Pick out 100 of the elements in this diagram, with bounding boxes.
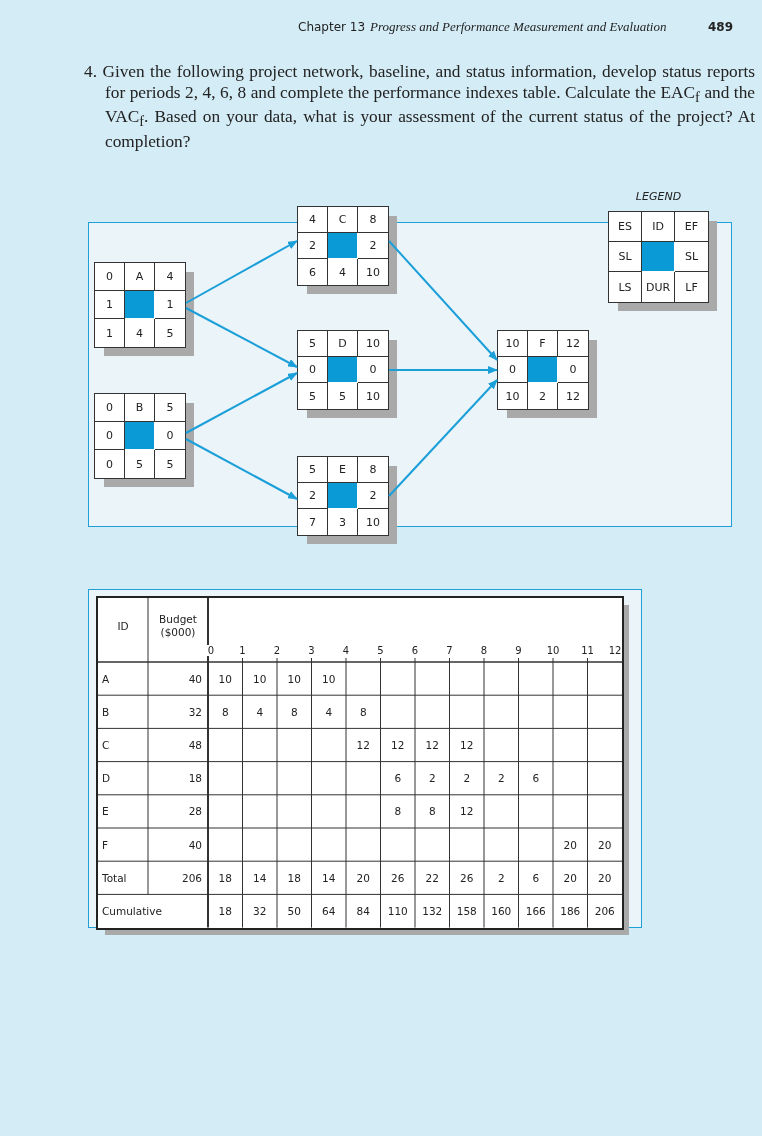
period-value: 12 [459,738,475,753]
cumulative-value: 158 [455,904,478,919]
arrow [388,379,498,497]
schedule-value: 0 [95,422,125,450]
budget-value: 32 [187,704,202,720]
period-value: 8 [393,804,403,820]
schedule-value: 2 [298,233,328,259]
arrow [185,307,298,368]
chapter-title: Progress and Performance Measurement and Evaluation [370,19,667,35]
activity-id: D [328,331,358,357]
column-header: ID [116,619,130,634]
period-value: 6 [531,771,541,787]
arrow [185,438,298,500]
schedule-value: 0 [95,394,125,422]
legend-field-label: LF [684,279,699,296]
schedule-value: 2 [358,233,388,259]
row-label: A [102,671,111,687]
period-number: 11 [580,645,595,656]
period-value: 26 [459,870,475,886]
cumulative-value: 110 [386,904,409,919]
period-value: 2 [427,771,437,787]
row-label: F [102,837,110,853]
period-value: 18 [217,870,233,886]
schedule-value: 0 [155,422,185,450]
period-value: 20 [562,870,578,886]
cumulative-value: 50 [286,904,302,919]
period-value: 22 [424,870,440,886]
schedule-value: 1 [155,291,185,319]
legend-field-label: EF [675,212,708,242]
cumulative-value: 166 [524,904,547,919]
period-value: 20 [562,837,578,853]
period-value: 8 [289,704,299,720]
budget-value: 48 [187,738,202,753]
period-value: 4 [255,704,265,720]
legend-field-label: DUR [642,272,675,302]
page-number: 489 [708,20,734,34]
activity-id: E [328,457,358,483]
legend-field-label: SL [609,242,642,272]
chapter-number: Chapter 13 [298,20,366,34]
row-label: C [102,738,111,753]
row-label: D [102,771,112,787]
activity-id: A [125,263,155,291]
activity-id: C [328,207,358,233]
period-value: 12 [424,738,440,753]
period-value: 8 [358,704,368,720]
period-value: 12 [459,804,475,820]
schedule-value: 0 [95,263,125,291]
schedule-value: 0 [358,357,388,383]
legend-field-label: LS [609,272,642,302]
period-value: 6 [531,870,541,886]
schedule-value: 5 [125,450,155,478]
budget-value: 18 [187,771,202,787]
schedule-value: 10 [498,383,528,409]
legend-field-label: ID [642,212,675,242]
schedule-value: 5 [165,325,175,342]
schedule-value: 10 [498,331,528,357]
arrow [185,372,298,434]
schedule-value: 0 [95,450,125,478]
row-label: Cumulative [102,904,163,919]
period-value: 4 [324,704,334,720]
row-label: B [102,704,111,720]
cumulative-value: 32 [252,904,268,919]
schedule-value: 4 [298,207,328,233]
schedule-value: 2 [528,383,558,409]
schedule-value: 3 [328,509,358,535]
legend-field-label: SL [675,242,708,272]
schedule-value: 0 [298,357,328,383]
cumulative-value: 84 [355,904,371,919]
budget-value: 28 [187,804,202,820]
budget-value: 40 [187,671,202,687]
period-value: 12 [355,738,371,753]
budget-value: 206 [180,870,202,886]
schedule-value: 4 [125,319,155,347]
activity-id: B [125,394,155,422]
row-label: E [102,804,110,820]
schedule-value: 10 [365,264,381,281]
arrow [388,240,498,361]
period-value: 14 [321,870,337,886]
schedule-value: 5 [298,383,328,409]
schedule-value: 8 [358,457,388,483]
schedule-value: 0 [498,357,528,383]
row-label: Total [102,870,128,886]
cumulative-value: 160 [490,904,513,919]
period-value: 10 [217,671,233,687]
schedule-value: 4 [155,263,185,291]
period-value: 10 [252,671,268,687]
schedule-value: 0 [558,357,588,383]
schedule-value: 2 [358,483,388,509]
period-value: 18 [286,870,302,886]
schedule-value: 1 [95,319,125,347]
column-header: Budget ($000) [158,612,198,640]
period-value: 14 [252,870,268,886]
activity-id: F [528,331,558,357]
legend-field-label: ES [609,212,642,242]
cumulative-value: 186 [559,904,582,919]
schedule-value: 2 [298,483,328,509]
period-value: 10 [321,671,337,687]
period-value: 6 [393,771,403,787]
period-value: 20 [597,837,613,853]
schedule-value: 12 [565,388,581,405]
